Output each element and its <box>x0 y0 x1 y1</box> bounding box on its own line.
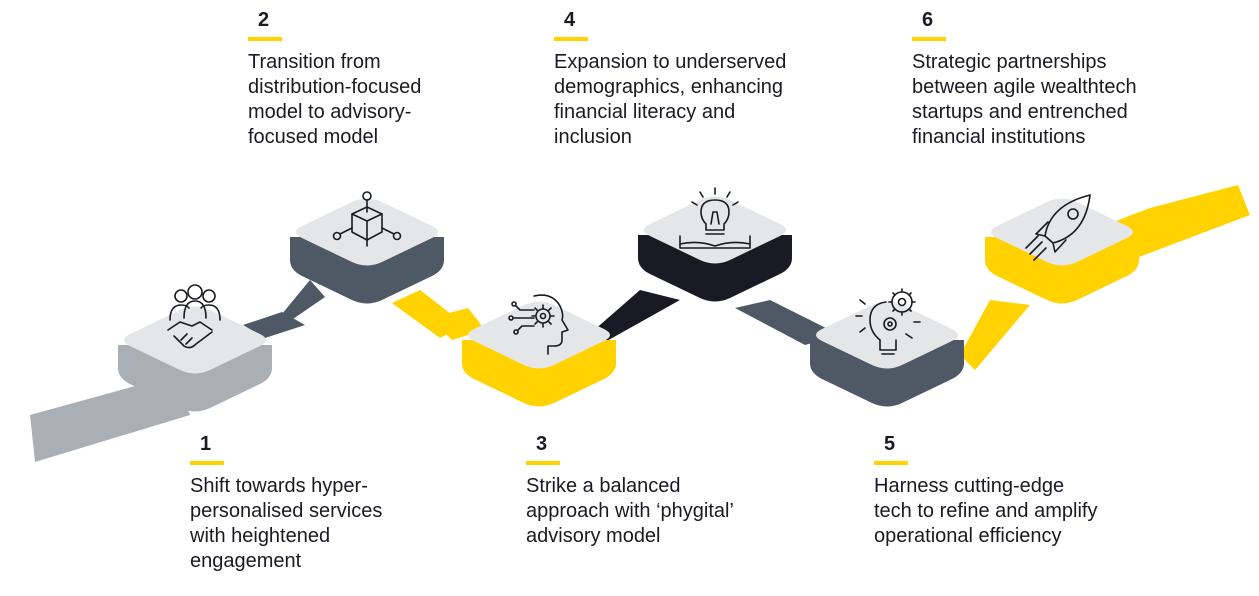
step-underline <box>554 37 588 41</box>
step-6: 6 Strategic partnerships between agile w… <box>912 9 1212 150</box>
step-number: 1 <box>200 433 212 455</box>
tile-5 <box>810 301 964 407</box>
path-arrow-1-2 <box>258 280 325 343</box>
step-number: 6 <box>922 9 934 31</box>
tile-3 <box>462 301 616 407</box>
step-2: 2 Transition from distribution-focused m… <box>248 9 548 150</box>
path-segment-4-5 <box>735 300 840 345</box>
step-description: Transition from distribution-focused mod… <box>248 51 422 148</box>
head-gear-circuit-icon <box>508 294 569 355</box>
step-3: 3 Strike a balanced approach with ‘phygi… <box>526 433 826 549</box>
step-5: 5 Harness cutting-edge tech to refine an… <box>874 433 1174 549</box>
step-1: 1 Shift towards hyper- personalised serv… <box>190 433 490 574</box>
path-segment-3-4 <box>585 290 680 342</box>
path-segment-5-6 <box>960 300 1030 370</box>
path-segment-start <box>30 375 190 462</box>
handshake-people-icon <box>167 284 221 349</box>
step-underline <box>912 37 946 41</box>
lightbulb-book-icon <box>679 187 751 249</box>
step-description: Strategic partnerships between agile wea… <box>912 51 1137 148</box>
step-underline <box>190 461 224 465</box>
step-description: Harness cutting-edge tech to refine and … <box>874 475 1098 547</box>
tile-6 <box>985 198 1139 304</box>
lightbulb-gears-icon <box>855 288 921 355</box>
step-underline <box>248 37 282 41</box>
step-description: Shift towards hyper- personalised servic… <box>190 475 383 572</box>
step-4: 4 Expansion to underserved demographics,… <box>554 9 854 150</box>
tile-1 <box>118 306 272 412</box>
step-description: Strike a balanced approach with ‘phygita… <box>526 475 734 547</box>
step-number: 2 <box>258 9 270 31</box>
step-number: 5 <box>884 433 896 455</box>
step-number: 3 <box>536 433 548 455</box>
step-underline <box>874 461 908 465</box>
step-number: 4 <box>564 9 576 31</box>
cube-network-icon <box>332 191 402 247</box>
rocket-icon <box>1025 194 1091 261</box>
step-description: Expansion to underserved demographics, e… <box>554 51 787 148</box>
step-underline <box>526 461 560 465</box>
